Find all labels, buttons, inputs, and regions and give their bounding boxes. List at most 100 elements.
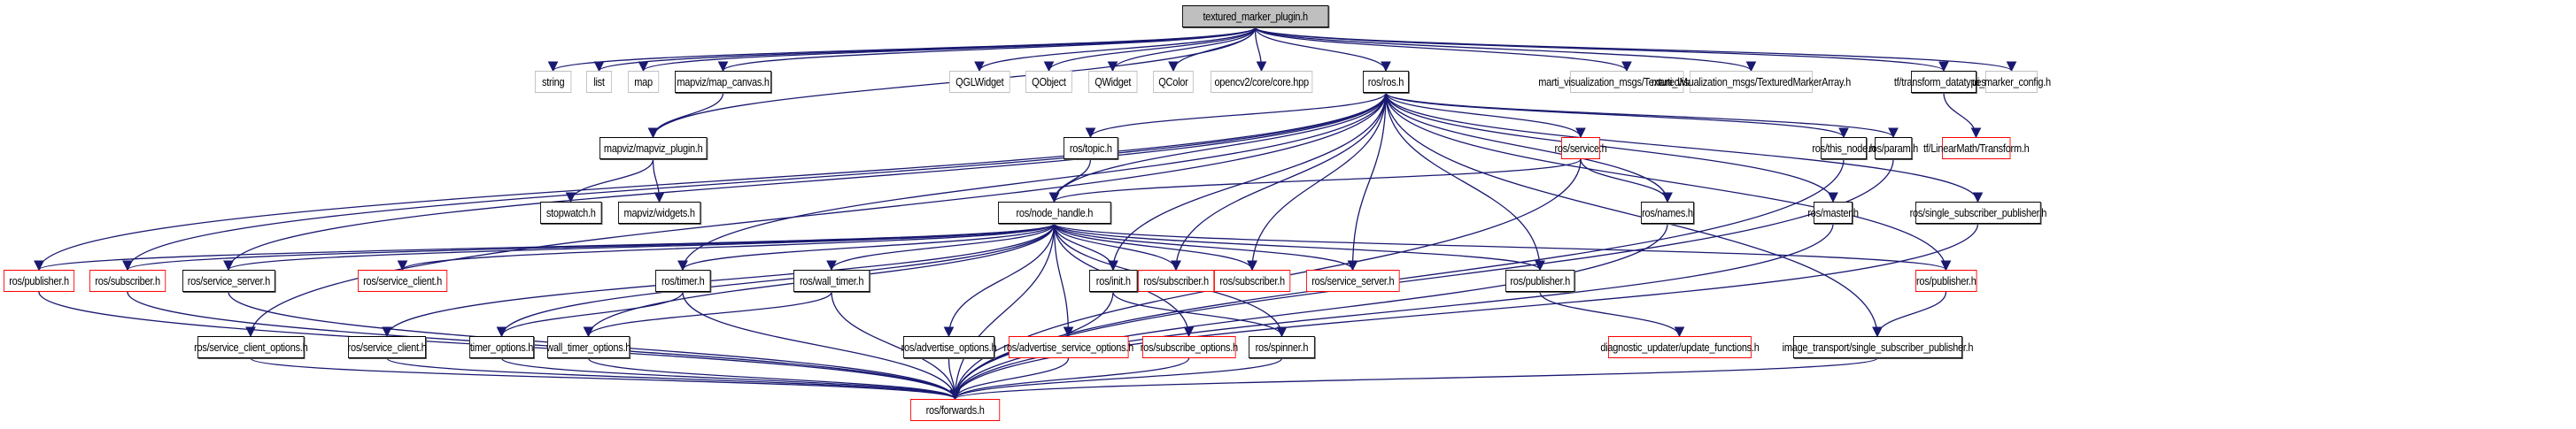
node-root: textured_marker_plugin.h [1182,5,1329,27]
edge-timer-to-forwards [682,291,961,401]
node-subscriber-c: ros/subscriber.h [1214,270,1291,292]
edge-node-handle-to-subscriber-c [1053,223,1257,272]
edge-node-handle-to-advertise-service-options [1053,223,1074,338]
edge-root-to-textured-marker-array [1254,27,1757,73]
node-timer-options[interactable]: timer_options.h [469,336,535,358]
edge-root-to-qwidget [1107,27,1257,73]
node-node-handle[interactable]: ros/node_handle.h [998,202,1111,224]
edge-ros-to-service [1385,92,1586,139]
edge-ros-to-subscriber-a [122,92,1387,272]
edge-ros-to-service-server-b [1347,92,1387,272]
node-timer[interactable]: ros/timer.h [655,270,711,292]
edge-master-to-forwards [949,223,1834,401]
node-qwidget: QWidget [1088,71,1138,93]
node-mapviz-plugin[interactable]: mapviz/mapviz_plugin.h [600,137,708,159]
edge-ros-to-init [1108,92,1387,272]
node-service-client-options[interactable]: ros/service_client_options.h [194,336,308,358]
edge-ros-to-single-subscriber-publisher [1385,92,1984,203]
edge-root-to-map-canvas [717,27,1257,73]
edge-ros-to-master [1385,92,1838,203]
edge-image-transport-ssp-to-forwards [950,357,1878,401]
node-ui-marker-config: ui_marker_config.h [1972,71,2051,93]
node-ros[interactable]: ros/ros.h [1363,71,1409,93]
node-subscribe-options: ros/subscribe_options.h [1141,336,1238,358]
node-service: ros/service.h [1555,137,1607,159]
edge-subscriber-a-to-forwards [127,291,961,401]
node-forwards: ros/forwards.h [910,399,1001,421]
node-linearmath-transform: tf/LinearMath/Transform.h [1923,137,2030,159]
edge-ros-to-service-client-options [245,92,1387,338]
edge-node-handle-to-timer [677,223,1056,272]
node-qobject: QObject [1025,71,1072,93]
node-image-transport-ssp[interactable]: image_transport/single_subscriber_publis… [1783,336,1974,358]
node-single-subscriber-publisher[interactable]: ros/single_subscriber_publisher.h [1910,202,2046,224]
edge-ros-to-subscriber-c [1247,92,1387,272]
edge-root-to-map [638,27,1257,73]
node-stopwatch[interactable]: stopwatch.h [540,202,602,224]
edge-timer-options-to-forwards [500,357,961,401]
edge-node-handle-to-service-server-b [1053,223,1358,272]
node-list: list [586,71,613,93]
node-textured-marker: marti_visualization_msgs/TexturedMarker.… [1538,71,1716,93]
node-advertise-options[interactable]: ros/advertise_options.h [901,336,997,358]
edge-root-to-ros [1254,27,1391,73]
node-service-server-a[interactable]: ros/service_server.h [182,270,275,292]
node-wall-timer-options[interactable]: wall_timer_options.h [546,336,630,358]
edge-ros-to-publisher-c [1385,92,1952,272]
node-qglwidget: QGLWidget [949,71,1010,93]
node-string: string [535,71,572,93]
edge-root-to-textured-marker [1254,27,1632,73]
edge-service-to-names [1580,158,1673,203]
node-this-node[interactable]: ros/this_node.h [1812,137,1876,159]
node-publisher-b[interactable]: ros/publisher.h [1505,270,1575,292]
edge-node-handle-to-service-client-b [382,223,1056,338]
edge-service-client-b-to-forwards [386,357,961,401]
edge-node-handle-to-subscriber-a [122,223,1056,272]
edge-transform-datatypes-to-linearmath-transform [1943,92,1982,139]
edge-node-handle-to-init [1053,223,1118,272]
edge-node-handle-to-publisher-c [1053,223,1951,272]
node-spinner[interactable]: ros/spinner.h [1249,336,1315,358]
node-map: map [628,71,660,93]
edge-publisher-b-to-update-functions [1539,291,1685,338]
edge-single-subscriber-publisher-to-forwards [949,223,1979,401]
node-advertise-service-options: ros/advertise_service_options.h [1004,336,1133,358]
node-textured-marker-array: marti_visualization_msgs/TexturedMarkerA… [1652,71,1851,93]
node-service-client-a: ros/service_client.h [358,270,448,292]
edge-mapviz-plugin-to-widgets [652,158,665,203]
edge-subscribe-options-to-forwards [949,357,1190,401]
edge-node-handle-to-advertise-options [943,223,1056,338]
edge-root-to-transform-datatypes [1254,27,1949,73]
node-subscriber-b: ros/subscriber.h [1138,270,1215,292]
edge-ros-to-topic [1085,92,1387,139]
edge-map-canvas-to-mapviz-plugin [647,92,724,139]
edge-root-to-ui-marker-config [1254,27,2016,73]
edge-wall-timer-options-to-forwards [587,357,961,401]
edge-node-handle-to-service-client-a [397,223,1056,272]
edge-ros-to-param [1385,92,1899,139]
node-update-functions: diagnostic_updater/update_functions.h [1600,336,1760,358]
node-names[interactable]: ros/names.h [1641,202,1694,224]
node-widgets[interactable]: mapviz/widgets.h [618,202,701,224]
node-wall-timer[interactable]: ros/wall_timer.h [793,270,870,292]
edge-spinner-to-forwards [949,357,1283,401]
node-transform-datatypes[interactable]: tf/transform_datatypes.h [1894,71,1993,93]
edge-root-to-opencv [1254,27,1267,73]
edge-mapviz-plugin-to-stopwatch [565,158,654,203]
node-service-client-b[interactable]: ros/service_client.h [348,336,427,358]
edge-root-to-qobject [1043,27,1257,73]
edge-timer-to-timer-options [496,291,684,338]
node-param[interactable]: ros/param.h [1868,137,1918,159]
node-init[interactable]: ros/init.h [1089,270,1138,292]
node-map-canvas[interactable]: mapviz/map_canvas.h [675,71,772,93]
node-topic[interactable]: ros/topic.h [1064,137,1118,159]
node-master[interactable]: ros/master.h [1807,202,1859,224]
edge-node-handle-to-subscriber-b [1053,223,1181,272]
edge-ros-to-node-handle [1048,92,1387,203]
edge-wall-timer-to-wall-timer-options [583,291,832,338]
edge-node-handle-to-timer-options [496,223,1056,338]
node-opencv: opencv2/core/core.hpp [1211,71,1313,93]
node-service-server-b: ros/service_server.h [1306,270,1400,292]
edge-ros-to-names [1385,92,1673,203]
edge-ros-to-publisher-a [34,92,1387,272]
